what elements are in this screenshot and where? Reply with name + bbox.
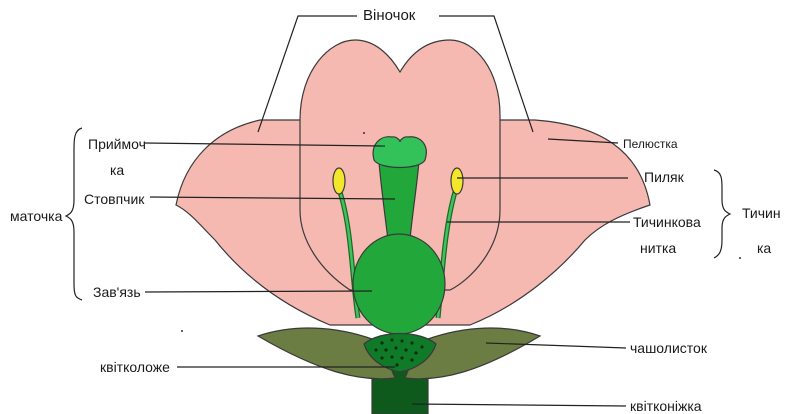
- anther-label: Пиляк: [644, 169, 684, 185]
- left-anther: [333, 168, 345, 194]
- pedicel-label: квітконіжка: [630, 398, 702, 414]
- corolla-label: Віночок: [363, 8, 415, 24]
- stigma-label-line1: Приймоч: [88, 136, 146, 152]
- filament-label-line2: нитка: [640, 240, 676, 256]
- sepal-label: чашолисток: [630, 340, 707, 356]
- pedicel-pointer-line: [412, 404, 626, 406]
- style-label: Стовпчик: [84, 191, 144, 207]
- stamen-label-line1: Тичин: [742, 205, 781, 221]
- receptacle-label: квітколоже: [100, 359, 170, 375]
- petal-label: Пелюстка: [623, 136, 678, 152]
- ovary-label: Зав'язь: [93, 284, 141, 300]
- pistil-label: маточка: [10, 208, 62, 224]
- stray-dot: [181, 330, 183, 332]
- stamen-brace: [714, 170, 730, 258]
- right-anther: [451, 168, 463, 194]
- stigma-label-line2: ка: [110, 162, 124, 178]
- stigma-shape: [373, 137, 426, 168]
- pistil-brace: [66, 128, 82, 300]
- stray-dot: [739, 257, 741, 259]
- ovary-shape: [353, 234, 445, 334]
- stray-dot: [363, 132, 365, 134]
- stamen-label-line2: ка: [757, 240, 771, 256]
- filament-label-line1: Тичинкова: [633, 214, 701, 230]
